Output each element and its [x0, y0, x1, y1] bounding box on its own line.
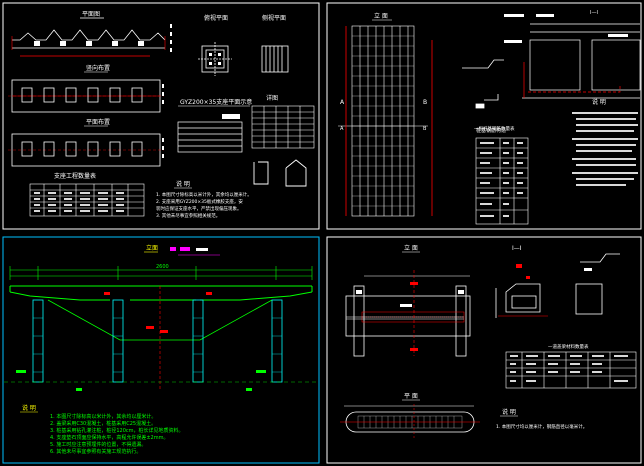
- tr-label-a: A: [340, 99, 345, 106]
- tl-note-2: 2. 支座采用GYZ200×35板式橡胶支座，安: [156, 198, 243, 205]
- bottom-right-drawing: 立 面 I—I 一道盖: [340, 244, 637, 440]
- top-left-drawing: 平面图 竖向布置 平面布置: [8, 11, 315, 219]
- tr-notes-title: 说 明: [592, 98, 606, 106]
- bl-note-3: 3. 桩基采用钻孔灌注桩，桩径120cm，桩长详见地质资料。: [50, 427, 184, 434]
- panel-frame-bottom-left[interactable]: [2, 236, 320, 464]
- top-right-drawing: 立 面 A B A B: [338, 10, 641, 225]
- tr-section-title: 桩基钢筋构造: [476, 127, 506, 134]
- bl-title: 立面: [146, 244, 158, 252]
- tl-title-detail: 详图: [266, 94, 278, 102]
- bl-note-6: 6. 其他未尽事宜参照有关施工规范执行。: [50, 448, 141, 455]
- tl-notes-title: 说 明: [176, 180, 190, 188]
- panel-frame-top-left[interactable]: [2, 2, 320, 230]
- tl-note-4: 3. 其他未尽事宜参照相关规范。: [156, 212, 220, 219]
- br-note-line: 1. 本图尺寸均以厘米计，钢筋直径以毫米计。: [496, 423, 587, 430]
- tr-label-b: B: [423, 99, 427, 106]
- tl-title-spec: GYZ200×35支座平面示意: [180, 98, 252, 106]
- br-title-plan: 平 面: [404, 393, 418, 400]
- tl-title-small2: 侧视平面: [262, 14, 286, 22]
- tr-title-elev: 立 面: [374, 12, 388, 20]
- svg-text:B: B: [423, 126, 427, 132]
- tl-note-3: 装时应保证支座水平，严禁出现偏压现象。: [156, 205, 242, 212]
- tl-title-plan: 平面图: [82, 11, 100, 18]
- tl-title-small1: 俯视平面: [204, 14, 228, 22]
- bl-notes-title: 说 明: [22, 404, 36, 412]
- br-title-elev: 立 面: [404, 244, 418, 252]
- bl-note-4: 4. 支座垫石顶面应保持水平，高程允许误差±2mm。: [50, 434, 168, 441]
- tl-title-mid1: 竖向布置: [86, 64, 110, 72]
- svg-text:I—I: I—I: [590, 10, 598, 16]
- tl-note-1: 1. 本图尺寸除标高以米计外，其余均以厘米计。: [156, 191, 252, 198]
- bl-dim-total: 2600: [156, 264, 169, 270]
- tl-table-title: 支座工程数量表: [54, 172, 96, 180]
- bottom-left-drawing: 立面 2600: [4, 244, 316, 455]
- svg-text:A: A: [340, 126, 344, 132]
- br-title-sec: I—I: [512, 245, 522, 252]
- bl-note-2: 2. 盖梁采用C30混凝土，桩基采用C25混凝土。: [50, 420, 156, 427]
- bl-note-1: 1. 本图尺寸除标高以米计外，其余均以厘米计。: [50, 413, 156, 420]
- panel-frame-bottom-right[interactable]: [326, 236, 642, 464]
- br-table-title: 一道盖梁材料数量表: [548, 343, 589, 350]
- bl-note-5: 5. 施工时应注意预埋件的位置，不得遗漏。: [50, 441, 146, 448]
- br-notes-title: 说 明: [502, 408, 516, 416]
- panel-frame-top-right[interactable]: [326, 2, 642, 230]
- tl-title-mid2: 平面布置: [86, 118, 110, 126]
- tr-table-title: 一根桩基钢筋数量表: [474, 125, 515, 132]
